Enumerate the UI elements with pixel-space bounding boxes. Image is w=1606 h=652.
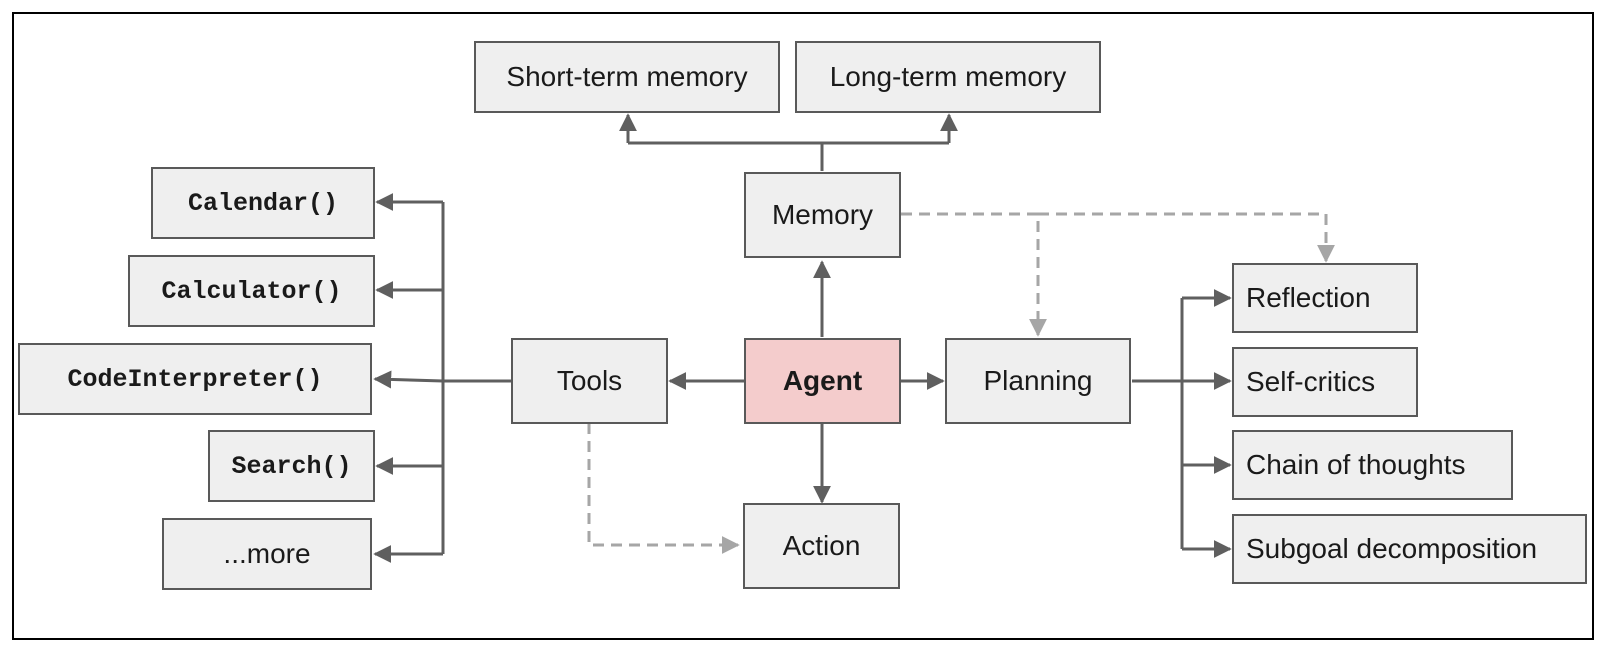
tool-calculator-box: Calculator() xyxy=(128,255,375,327)
planning-self-critics-box: Self-critics xyxy=(1232,347,1418,417)
tools-to-action-dashed-arrow xyxy=(587,423,740,554)
planning-box: Planning xyxy=(945,338,1131,424)
tool-code-interpreter-box: CodeInterpreter() xyxy=(18,343,372,415)
tool-search-box: Search() xyxy=(208,430,375,502)
diagram-frame xyxy=(12,12,1594,640)
agent-box: Agent xyxy=(744,338,901,424)
planning-chain-of-thoughts-box: Chain of thoughts xyxy=(1232,430,1513,500)
memory-to-reflection-dashed-arrow xyxy=(1038,212,1335,263)
planning-branch-connector xyxy=(1132,289,1232,558)
tool-more-box: ...more xyxy=(162,518,372,590)
long-term-memory-box: Long-term memory xyxy=(795,41,1101,113)
action-box: Action xyxy=(743,503,900,589)
memory-box: Memory xyxy=(744,172,901,258)
planning-reflection-box: Reflection xyxy=(1232,263,1418,333)
memory-to-planning-dashed-arrow xyxy=(901,212,1047,337)
memory-branch-connector xyxy=(619,113,958,171)
tools-box: Tools xyxy=(511,338,668,424)
tool-calendar-box: Calendar() xyxy=(151,167,375,239)
tools-branch-connector xyxy=(373,193,511,563)
planning-subgoal-decomposition-box: Subgoal decomposition xyxy=(1232,514,1587,584)
short-term-memory-box: Short-term memory xyxy=(474,41,780,113)
